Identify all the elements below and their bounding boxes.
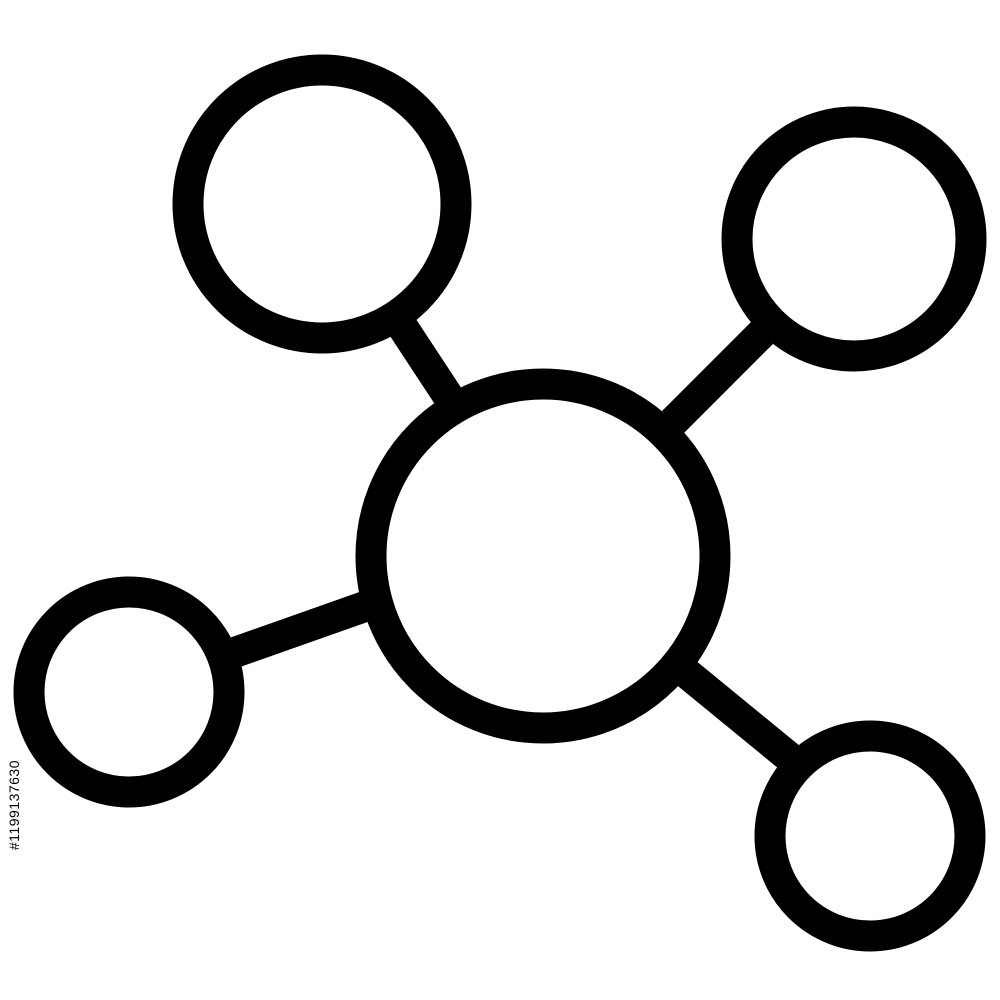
left-node-circle bbox=[13, 576, 245, 808]
connector-top-right bbox=[662, 322, 773, 433]
bottom-right-node-circle bbox=[754, 720, 986, 952]
connector-bottom-right bbox=[674, 659, 805, 774]
top-right-node-circle bbox=[721, 106, 987, 372]
stock-id-watermark: #1199137630 bbox=[6, 760, 22, 851]
connector-left bbox=[230, 589, 378, 667]
top-left-node-circle bbox=[172, 54, 472, 354]
connector-top-left bbox=[387, 314, 461, 405]
center-node-circle bbox=[355, 368, 731, 744]
